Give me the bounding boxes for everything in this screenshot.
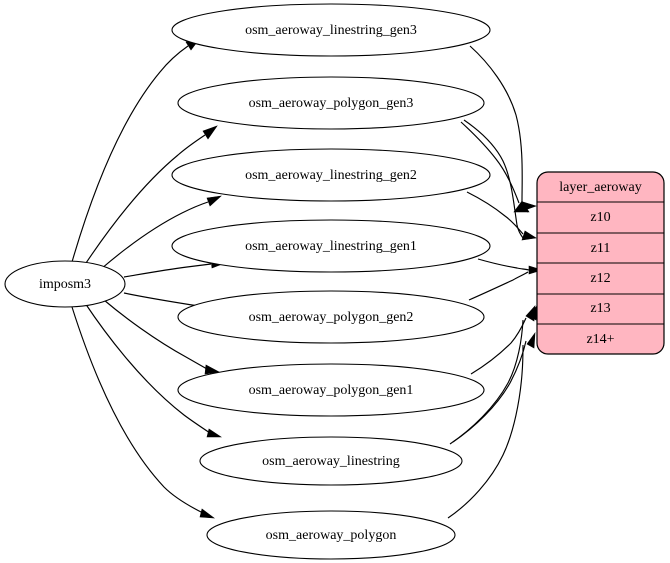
node-osm_aeroway_polygon_gen3[interactable]: osm_aeroway_polygon_gen3 <box>177 76 485 130</box>
node-osm_aeroway_linestring_gen1[interactable]: osm_aeroway_linestring_gen1 <box>171 219 491 273</box>
edge-linestring-gen1-to-z12 <box>477 258 544 275</box>
table-ellipse[interactable] <box>177 76 485 130</box>
edge-imposm3-to-linestring-gen3 <box>71 37 201 263</box>
imposm3-label: imposm3 <box>39 277 91 292</box>
node-osm_aeroway_linestring_gen3[interactable]: osm_aeroway_linestring_gen3 <box>171 3 491 57</box>
edge-linestring-gen3-to-z10 <box>469 45 530 213</box>
layer-row-header: layer_aeroway <box>559 180 641 195</box>
node-imposm3[interactable]: imposm3 <box>4 260 126 308</box>
edge-imposm3-to-polygon <box>71 306 215 519</box>
edge-imposm3-to-polygon-gen3 <box>83 125 218 267</box>
table-ellipse[interactable] <box>199 436 463 486</box>
table-label: osm_aeroway_linestring_gen2 <box>245 168 417 183</box>
layer-row-z10: z10 <box>590 210 610 225</box>
layer-row-z14plus: z14+ <box>586 332 614 347</box>
edge-polygon-gen3-to-z10 <box>460 121 537 212</box>
table-ellipse[interactable] <box>177 363 485 417</box>
edge-polygon-to-z14plus <box>447 331 536 519</box>
table-label: osm_aeroway_linestring <box>262 454 400 469</box>
table-ellipse[interactable] <box>177 290 485 344</box>
edge-polygon-gen3-to-z11 <box>463 119 524 239</box>
edge-imposm3-to-polygon-gen1 <box>103 299 220 375</box>
node-osm_aeroway_polygon_gen2[interactable]: osm_aeroway_polygon_gen2 <box>177 290 485 344</box>
layer-row-z12: z12 <box>590 271 610 286</box>
layer-row-z13: z13 <box>590 301 610 316</box>
table-ellipse[interactable] <box>206 510 456 560</box>
edge-linestring-gen2-to-z11 <box>466 191 537 241</box>
table-label: osm_aeroway_polygon <box>266 528 397 543</box>
node-osm_aeroway_linestring[interactable]: osm_aeroway_linestring <box>199 436 463 486</box>
table-ellipse[interactable] <box>171 3 491 57</box>
node-osm_aeroway_polygon[interactable]: osm_aeroway_polygon <box>206 510 456 560</box>
table-label: osm_aeroway_polygon_gen1 <box>249 383 414 398</box>
edge-group-tables-to-layer <box>447 45 544 519</box>
table-label: osm_aeroway_linestring_gen1 <box>245 239 417 254</box>
node-layer_aeroway[interactable]: layer_aeroway z10 z11 z12 z13 z14+ <box>536 171 665 355</box>
edge-polygon-gen2-to-z12 <box>468 271 529 301</box>
table-label: osm_aeroway_polygon_gen2 <box>249 310 414 325</box>
table-ellipse[interactable] <box>171 148 491 202</box>
layer-row-z11: z11 <box>591 241 611 256</box>
edge-imposm3-to-linestring-gen2 <box>100 195 222 270</box>
node-osm_aeroway_polygon_gen1[interactable]: osm_aeroway_polygon_gen1 <box>177 363 485 417</box>
table-ellipse[interactable] <box>171 219 491 273</box>
table-label: osm_aeroway_linestring_gen3 <box>245 23 417 38</box>
node-osm_aeroway_linestring_gen2[interactable]: osm_aeroway_linestring_gen2 <box>171 148 491 202</box>
edge-imposm3-to-linestring <box>84 302 222 438</box>
table-label: osm_aeroway_polygon_gen3 <box>249 96 414 111</box>
imposm3-ellipse[interactable] <box>4 260 126 308</box>
